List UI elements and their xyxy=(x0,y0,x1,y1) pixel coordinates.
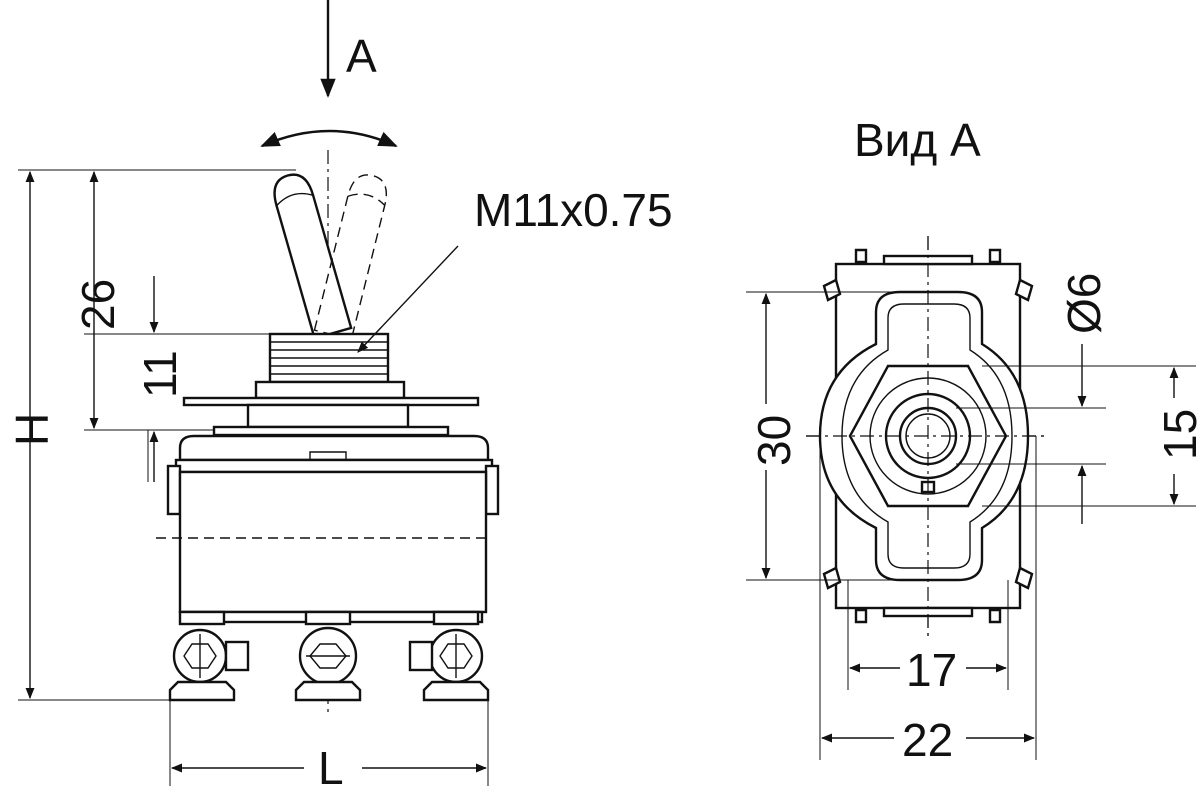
thread-label: M11x0.75 xyxy=(474,184,673,236)
dim-17-label: 17 xyxy=(906,644,957,696)
dim-6-label: Ø6 xyxy=(1058,273,1110,334)
switch-body xyxy=(156,434,500,624)
thread-leader xyxy=(357,245,459,353)
dim-15-label: 15 xyxy=(1154,409,1200,460)
view-a: Вид А xyxy=(744,114,1200,766)
lever-alt-position xyxy=(313,174,388,341)
terminal-right xyxy=(408,610,490,702)
lever xyxy=(273,173,353,340)
lock-washer xyxy=(246,403,410,429)
corner-tabs xyxy=(822,248,1034,624)
swing-arc xyxy=(260,129,398,148)
dim-22-label: 22 xyxy=(902,714,953,766)
dim-11-label: 11 xyxy=(134,350,186,398)
hex-nut xyxy=(254,380,406,400)
view-a-title: Вид А xyxy=(854,114,981,166)
threaded-bushing xyxy=(268,332,390,384)
terminal-center xyxy=(294,610,362,702)
side-view: A xyxy=(6,0,673,792)
dim-H-label: H xyxy=(6,413,58,446)
base-collar xyxy=(212,425,450,437)
dim-26-label: 26 xyxy=(72,279,124,330)
terminal-left xyxy=(168,610,250,702)
view-arrow-label: A xyxy=(346,30,377,82)
dim-L-label: L xyxy=(318,742,344,792)
dim-30-label: 30 xyxy=(748,415,800,466)
